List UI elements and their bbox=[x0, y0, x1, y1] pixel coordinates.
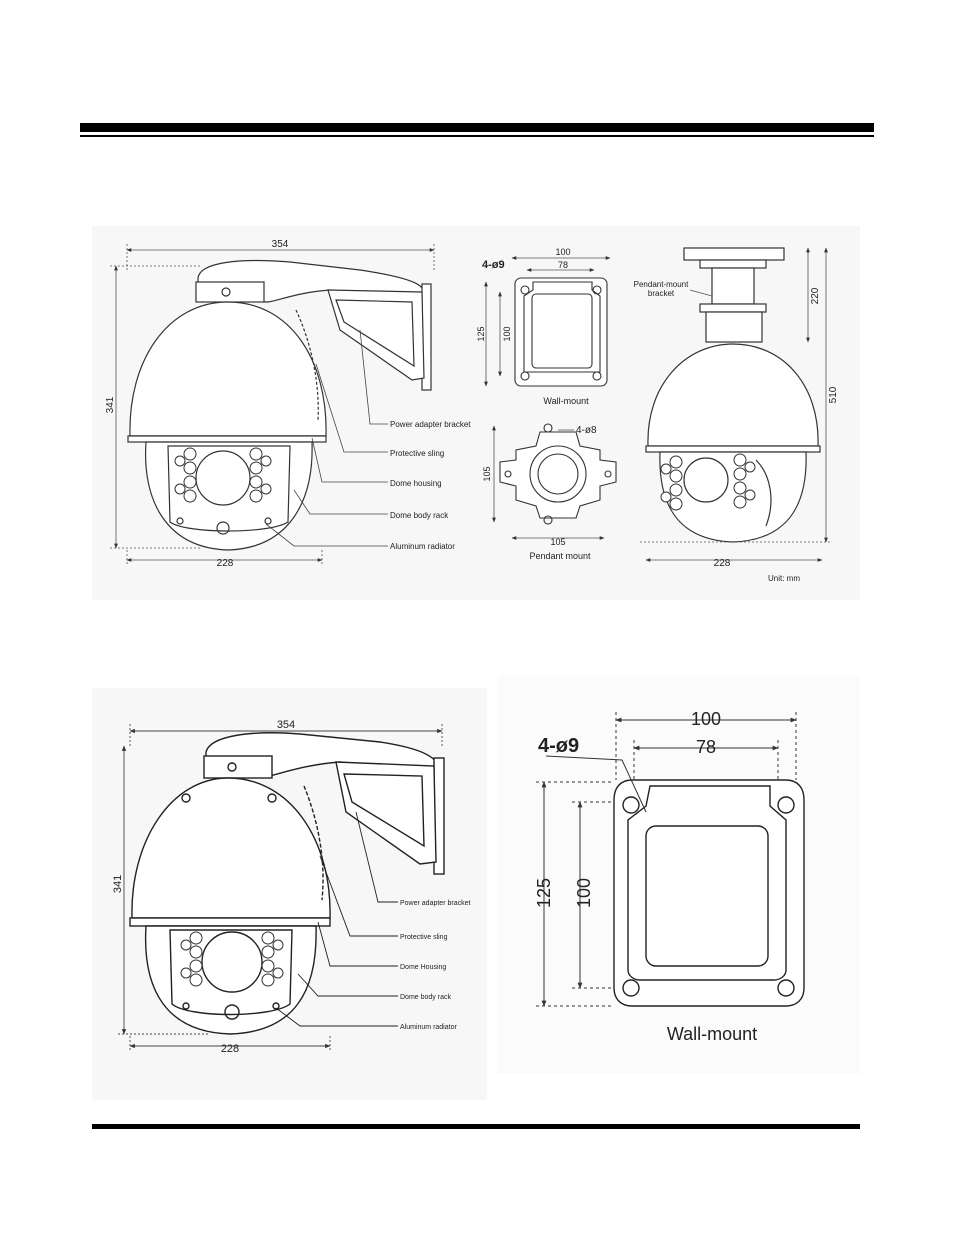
callout-dome-housing: Dome housing bbox=[390, 479, 442, 488]
pendant-plate-holes: 4-ø8 bbox=[576, 425, 597, 436]
wall-plate-large-drawing bbox=[613, 779, 805, 1007]
dim-large-height: 341 bbox=[112, 875, 124, 893]
dome-pendant-drawing bbox=[645, 247, 821, 543]
dome-wall-drawing bbox=[127, 259, 432, 551]
pendant-bracket-label-2: bracket bbox=[648, 289, 675, 298]
dim-pendant-bracket-height: 220 bbox=[810, 287, 821, 304]
dim-large-plate-outer-height: 125 bbox=[534, 878, 554, 908]
pendant-bracket-label-1: Pendant-mount bbox=[634, 280, 689, 289]
callout-leaders-large bbox=[275, 811, 398, 1027]
unit-label: Unit: mm bbox=[768, 574, 800, 583]
wall-plate-large-caption: Wall-mount bbox=[667, 1024, 757, 1044]
wall-plate-caption: Wall-mount bbox=[543, 396, 589, 406]
wall-plate-large-holes: 4-ø9 bbox=[538, 735, 579, 757]
pendant-plate-drawing bbox=[499, 423, 617, 525]
dim-wall-width-top: 354 bbox=[272, 239, 289, 250]
header-rule-thick bbox=[80, 123, 874, 132]
dome-wall-large-drawing bbox=[129, 732, 445, 1035]
callout-large-dome-body-rack: Dome body rack bbox=[400, 994, 451, 1001]
callout-leaders-top bbox=[265, 329, 388, 547]
callout-large-dome-housing: Dome Housing bbox=[400, 964, 446, 971]
dim-large-plate-outer-width: 100 bbox=[691, 709, 721, 729]
callout-aluminum-radiator: Aluminum radiator bbox=[390, 542, 455, 551]
dim-pendant-width: 228 bbox=[714, 558, 731, 569]
dim-lines-dome-wall bbox=[110, 244, 435, 566]
callout-protective-sling: Protective sling bbox=[390, 449, 444, 458]
header-rule-thin bbox=[80, 135, 874, 137]
dim-wall-plate-inner-height: 100 bbox=[502, 326, 512, 341]
dim-wall-plate-outer-width: 100 bbox=[555, 247, 570, 257]
callout-power-adapter-bracket: Power adapter bracket bbox=[390, 420, 471, 429]
dim-lines-dome-pendant bbox=[640, 247, 830, 562]
dim-lines-pendant-plate bbox=[492, 425, 605, 540]
dim-large-plate-inner-width: 78 bbox=[696, 737, 716, 757]
dim-wall-plate-outer-height: 125 bbox=[476, 326, 486, 341]
callout-large-protective-sling: Protective sling bbox=[400, 934, 448, 941]
dim-large-plate-inner-height: 100 bbox=[574, 878, 594, 908]
dim-large-width-bottom: 228 bbox=[221, 1043, 239, 1055]
dim-wall-plate-inner-width: 78 bbox=[558, 260, 568, 270]
wall-plate-drawing bbox=[514, 277, 608, 387]
dim-wall-width-bottom: 228 bbox=[217, 558, 234, 569]
dim-large-width-top: 354 bbox=[277, 719, 295, 731]
dim-wall-height: 341 bbox=[105, 396, 116, 413]
dim-pendant-plate-width: 105 bbox=[550, 537, 565, 547]
callout-large-aluminum-radiator: Aluminum radiator bbox=[400, 1024, 457, 1031]
dim-lines-wall-plate-large bbox=[536, 712, 797, 1007]
dim-pendant-total-height: 510 bbox=[828, 386, 839, 403]
dim-lines-dome-wall-large bbox=[118, 724, 443, 1052]
callout-dome-body-rack: Dome body rack bbox=[390, 511, 449, 520]
wall-plate-holes: 4-ø9 bbox=[482, 259, 505, 271]
dim-pendant-plate-height: 105 bbox=[482, 466, 492, 481]
footer-rule bbox=[92, 1124, 860, 1129]
pendant-plate-caption: Pendant mount bbox=[529, 551, 591, 561]
callout-large-power-adapter-bracket: Power adapter bracket bbox=[400, 900, 470, 907]
dim-lines-wall-plate bbox=[484, 256, 611, 387]
